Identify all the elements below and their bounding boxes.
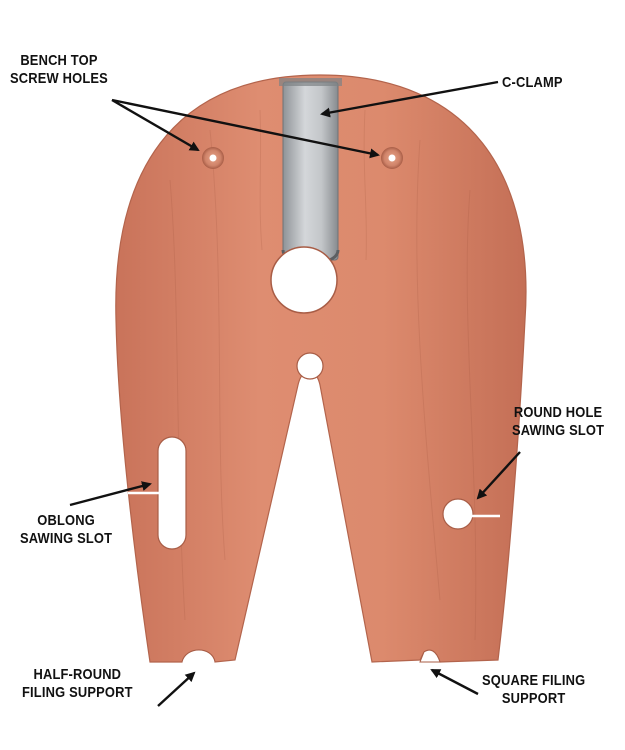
label-c-clamp: C-CLAMP [502, 74, 563, 92]
arrow-round-hole [476, 451, 521, 500]
square-notch [419, 649, 441, 663]
label-half-round-line1: HALF-ROUND [33, 666, 122, 683]
arrow-c-clamp [320, 80, 499, 118]
label-round-hole-sawing-slot: ROUND HOLE SAWING SLOT [512, 404, 604, 440]
label-square-filing-line1: SQUARE FILING [482, 672, 586, 689]
v-top-hole [296, 352, 324, 380]
label-bench-top-screw-holes: BENCH TOP SCREW HOLES [10, 52, 108, 88]
arrow-oblong-slot [69, 481, 152, 507]
label-oblong-sawing-slot: OBLONG SAWING SLOT [20, 512, 112, 548]
center-hole [270, 246, 338, 314]
label-oblong-line1: OBLONG [37, 512, 95, 529]
callout-arrows [69, 80, 521, 707]
c-clamp [279, 78, 342, 265]
arrow-square-filing [430, 668, 479, 696]
arrow-screw-hole-left [111, 98, 200, 152]
arrow-screw-hole-right [111, 98, 380, 159]
round-slot-hole [442, 498, 474, 530]
wood-grain [169, 109, 477, 641]
screw-hole-left [202, 147, 224, 169]
oblong-slot [157, 436, 187, 550]
label-half-round-filing-support: HALF-ROUND FILING SUPPORT [22, 666, 133, 702]
label-oblong-line2: SAWING SLOT [20, 530, 113, 547]
label-bench-top-line2: SCREW HOLES [10, 70, 108, 87]
half-round-notch [181, 649, 216, 663]
label-square-filing-line2: SUPPORT [501, 690, 566, 707]
label-round-hole-line2: SAWING SLOT [512, 422, 605, 439]
label-bench-top-line1: BENCH TOP [20, 52, 98, 69]
label-round-hole-line1: ROUND HOLE [513, 404, 603, 421]
label-half-round-line2: FILING SUPPORT [22, 684, 133, 701]
arrow-half-round [157, 671, 196, 707]
label-c-clamp-line1: C-CLAMP [502, 74, 563, 91]
label-square-filing-support: SQUARE FILING SUPPORT [482, 672, 585, 708]
screw-hole-right [381, 147, 403, 169]
